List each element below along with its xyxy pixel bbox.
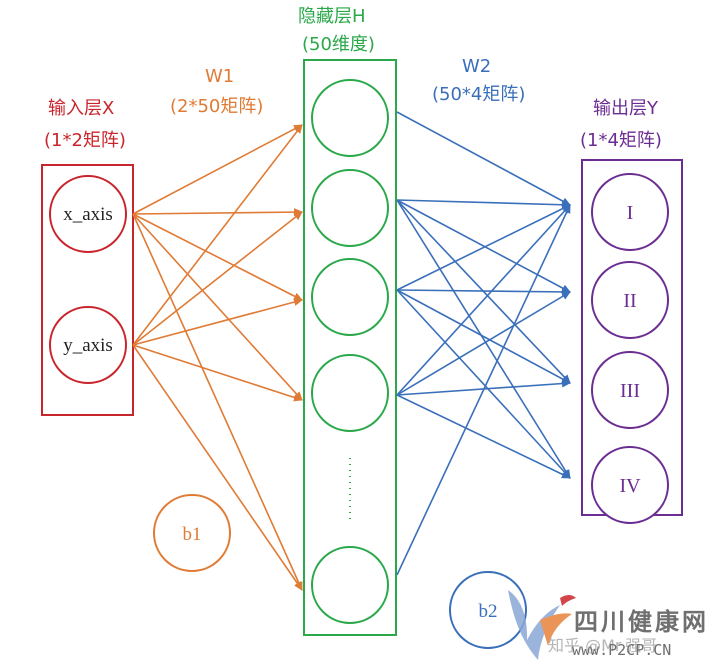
connection-arrow [396, 199, 571, 209]
output-node-label: III [620, 380, 640, 402]
hidden-node [311, 258, 389, 336]
connection-arrow [396, 289, 571, 479]
connection-arrow [396, 204, 571, 291]
w2-connections [396, 111, 571, 576]
hidden-layer-title: 隐藏层H [298, 6, 366, 27]
bias-b2-node: b2 [449, 571, 527, 649]
input-layer-title: 输入层X [48, 98, 115, 119]
url-watermark: www.P2CP.CN [572, 641, 672, 659]
output-node-iii: III [591, 351, 669, 429]
hidden-node [311, 79, 389, 157]
input-node-y-axis: y_axis [49, 306, 127, 384]
connection-arrow [132, 124, 303, 346]
w2-subtitle: (50*4矩阵) [432, 84, 526, 105]
brand-watermark: 四川健康网 [574, 608, 709, 636]
output-node-label: I [627, 202, 634, 224]
connection-arrow [396, 289, 571, 384]
input-node-label: x_axis [63, 204, 113, 225]
output-node-i: I [591, 173, 669, 251]
output-node-label: II [623, 290, 636, 312]
connection-arrow [396, 394, 571, 479]
connection-arrow [132, 208, 303, 217]
connection-arrow [132, 124, 303, 215]
output-node-label: IV [619, 475, 641, 497]
connection-arrow [132, 298, 303, 346]
connection-arrow [396, 204, 571, 396]
connection-arrow [396, 111, 571, 206]
bias-b1-label: b1 [183, 524, 202, 545]
connection-arrow [132, 344, 303, 402]
input-node-label: y_axis [63, 335, 113, 356]
bias-b2-label: b2 [479, 601, 498, 622]
zhihu-watermark: 知乎 @Mr.强哥 [548, 636, 658, 655]
connection-arrow [132, 213, 303, 401]
hidden-layer-subtitle: (50维度) [302, 34, 375, 55]
input-layer-subtitle: (1*2矩阵) [44, 130, 126, 151]
w1-subtitle: (2*50矩阵) [170, 96, 264, 117]
connection-arrow [132, 211, 303, 346]
hidden-node [311, 169, 389, 247]
connection-arrow [396, 287, 571, 296]
w2-title: W2 [462, 56, 492, 77]
output-node-ii: II [591, 261, 669, 339]
connection-arrow [132, 213, 303, 301]
hidden-node [311, 546, 389, 624]
connection-arrow [132, 213, 303, 591]
connection-arrow [132, 344, 303, 591]
connection-arrow [396, 204, 571, 576]
output-layer-subtitle: (1*4矩阵) [580, 130, 662, 151]
hidden-node [311, 354, 389, 432]
connection-arrow [396, 199, 571, 479]
input-layer-frame [41, 164, 134, 416]
connection-arrow [396, 199, 571, 293]
bias-b1-node: b1 [153, 494, 231, 572]
output-layer-title: 输出层Y [593, 98, 658, 119]
w1-connections [132, 124, 303, 591]
connection-arrow [396, 291, 571, 396]
w1-title: W1 [205, 66, 235, 87]
input-node-x-axis: x_axis [49, 175, 127, 253]
hidden-layer-frame [303, 59, 397, 636]
output-node-iv: IV [591, 446, 669, 524]
bird-logo-icon [508, 590, 576, 660]
